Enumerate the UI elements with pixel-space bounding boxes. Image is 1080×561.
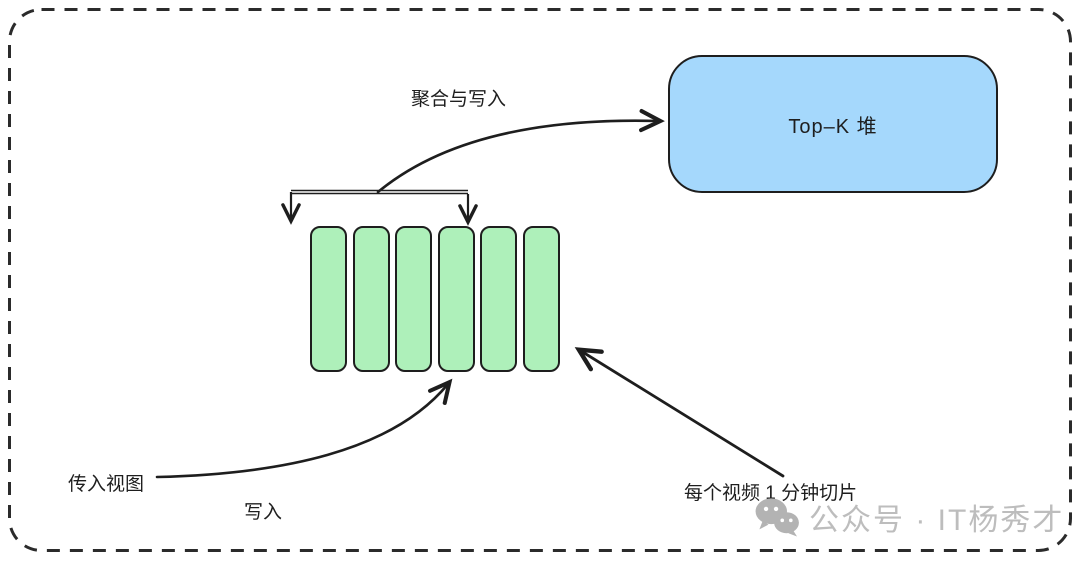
- watermark-text: 公众号 · IT杨秀才: [809, 504, 1065, 537]
- video-slice: [522, 226, 560, 372]
- slice-note-arrow: [574, 347, 785, 478]
- topk-heap-label: Top–K 堆: [788, 115, 878, 138]
- incoming-view-label: 传入视图: [68, 474, 145, 495]
- video-slice: [310, 226, 347, 372]
- topk-heap-box: Top–K 堆: [668, 55, 998, 193]
- slice-note-label: 每个视频 1 分钟切片: [684, 483, 858, 504]
- aggregate-write-label: 聚合与写入: [411, 89, 507, 110]
- aggregate-write-arrow: [376, 109, 665, 194]
- wechat-icon: [755, 498, 799, 537]
- write-label: 写入: [244, 502, 283, 523]
- video-slice: [437, 226, 475, 372]
- video-slice: [480, 226, 517, 372]
- write-arrow: [155, 378, 453, 479]
- video-slice: [352, 226, 390, 372]
- watermark: 公众号 · IT杨秀才: [754, 495, 1064, 539]
- video-slice: [395, 226, 432, 372]
- video-slices-group: [310, 226, 560, 372]
